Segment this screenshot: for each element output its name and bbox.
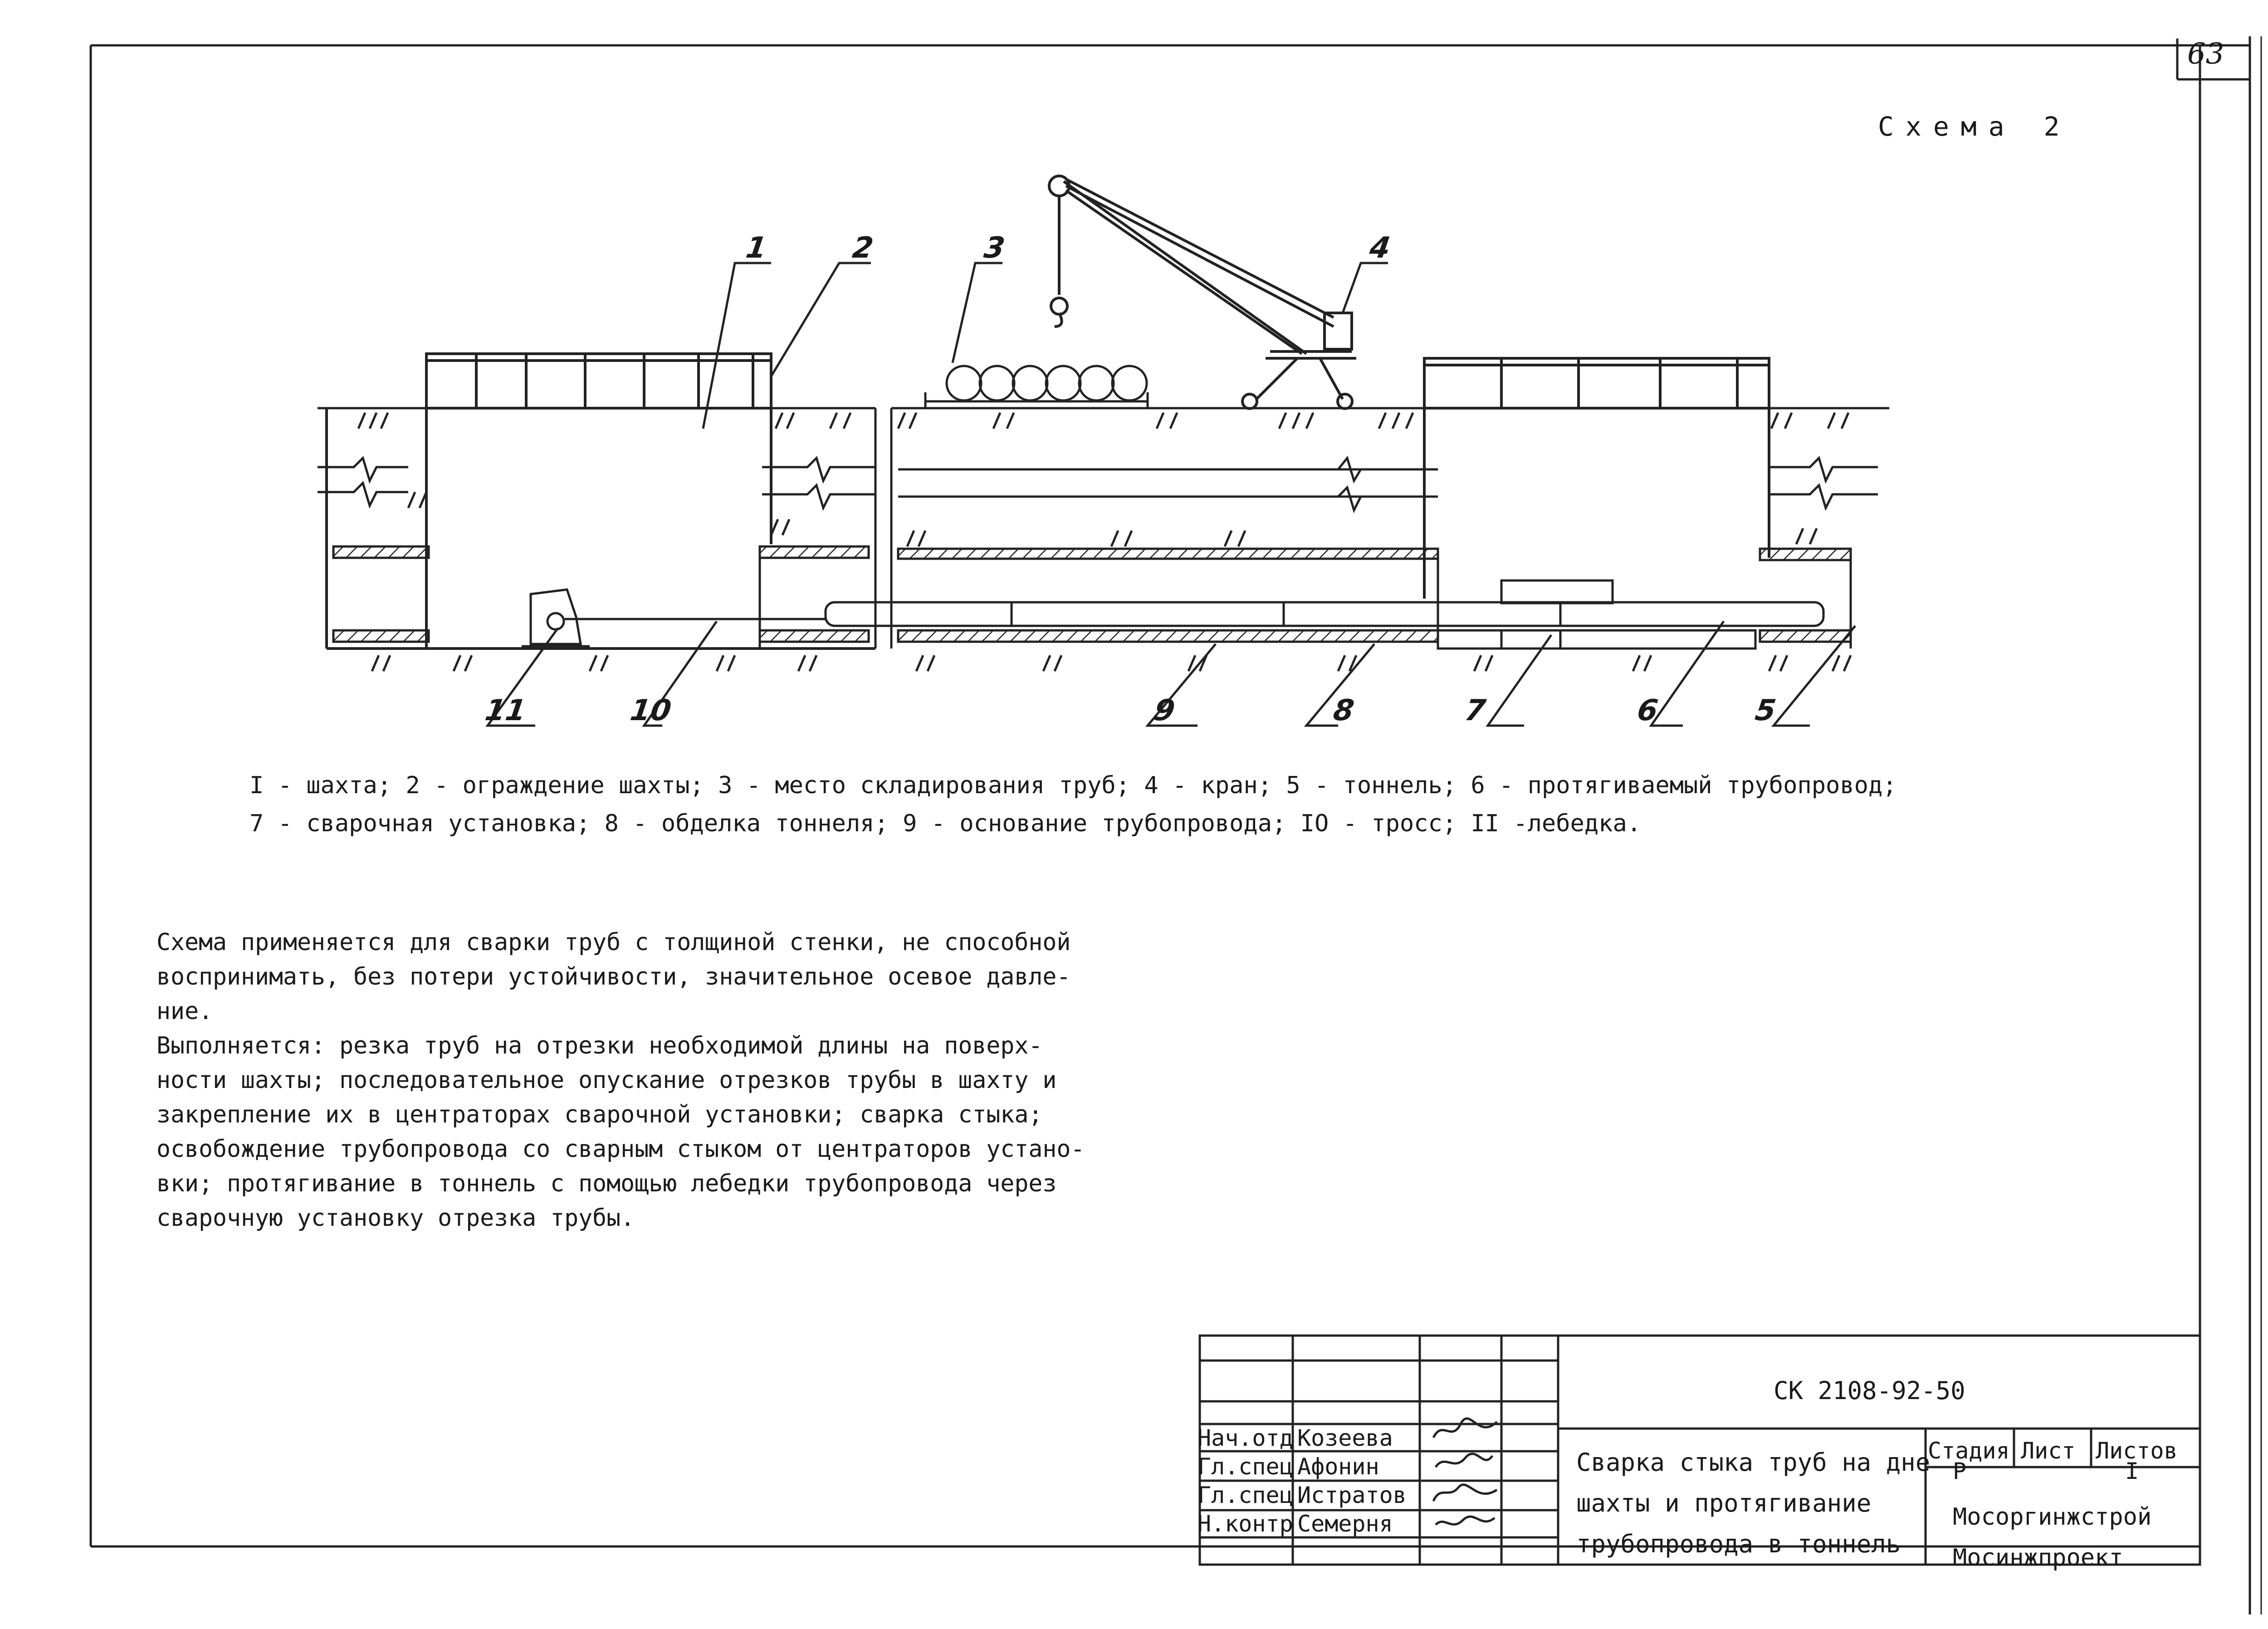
- stage-header: Стадия: [1928, 1438, 2010, 1464]
- sheet-frame: [89, 36, 2262, 1614]
- description-line: вки; протягивание в тоннель с помощью ле…: [156, 1170, 1057, 1197]
- document-title: Сварка стыка труб на дне шахты и протяги…: [1576, 1442, 1930, 1565]
- sheet-header: Лист: [2021, 1438, 2076, 1464]
- description-line: закрепление их в центраторах сварочной у…: [156, 1101, 1043, 1128]
- soil-hatching: [357, 412, 1852, 672]
- signature-4: [1435, 1515, 1496, 1526]
- legend-line-1: I - шахта; 2 - ограждение шахты; 3 - мес…: [249, 772, 1897, 799]
- page-number: 63: [2187, 37, 2224, 71]
- title-line: трубопровода в тоннель: [1576, 1530, 1901, 1558]
- stage-value: Р: [1953, 1458, 1967, 1484]
- description-line: Выполняется: резка труб на отрезки необх…: [156, 1032, 1043, 1059]
- document-code: СК 2108-92-50: [1774, 1376, 1965, 1405]
- tunnel-lining: [332, 408, 1852, 649]
- description-line: Схема применяется для сварки труб с толщ…: [156, 929, 1071, 956]
- description-line: воспринимать, без потери устойчивости, з…: [156, 963, 1071, 990]
- legend: I - шахта; 2 - ограждение шахты; 3 - мес…: [249, 766, 1897, 843]
- pipe-storage: [924, 365, 1149, 408]
- legend-line-2: 7 - сварочная установка; 8 - обделка тон…: [249, 810, 1642, 837]
- role-label: Гл.спец: [1198, 1453, 1293, 1480]
- callout-10: 10: [628, 694, 674, 727]
- org-line: Мосинжпроект: [1953, 1544, 2123, 1571]
- sheets-header: Листов: [2096, 1438, 2178, 1464]
- description-line: ности шахты; последовательное опускание …: [156, 1067, 1057, 1094]
- callout-11: 11: [483, 694, 528, 727]
- signature-3: [1432, 1483, 1498, 1502]
- description-line: сварочную установку отрезка трубы.: [156, 1205, 635, 1232]
- description-line: ние.: [156, 998, 213, 1025]
- welding-unit: [1437, 579, 1757, 650]
- signature-1: [1432, 1417, 1498, 1439]
- org-line: Мосоргинжстрой: [1953, 1503, 2152, 1531]
- left-shaft-fence: [425, 352, 772, 410]
- person-name: Козеева: [1297, 1425, 1393, 1451]
- title-line: шахты и протягивание: [1576, 1489, 1872, 1517]
- signature-2: [1434, 1453, 1494, 1468]
- role-label: Гл.спец: [1198, 1482, 1293, 1508]
- break-marks: [318, 455, 1878, 513]
- right-shaft: [1423, 357, 1770, 599]
- description-line: освобождение трубопровода со сварным сты…: [156, 1136, 1085, 1163]
- person-name: Афонин: [1297, 1453, 1379, 1480]
- title-block-grid: [1198, 1334, 2201, 1566]
- title-line: Сварка стыка труб на дне: [1576, 1448, 1931, 1477]
- sheets-value: I: [2125, 1458, 2139, 1484]
- person-name: Истратов: [1297, 1482, 1407, 1508]
- role-label: Нач.отд: [1198, 1425, 1293, 1451]
- crane: [1048, 175, 1356, 410]
- scheme-title: Схема 2: [1878, 111, 2072, 142]
- organization: Мосоргинжстрой Мосинжпроект: [1953, 1497, 2151, 1578]
- left-shaft: [325, 408, 875, 650]
- person-name: Семерня: [1297, 1511, 1393, 1537]
- role-label: Н.контр: [1198, 1511, 1293, 1537]
- description: Схема применяется для сварки труб с толщ…: [156, 925, 1100, 1235]
- pipeline: [824, 601, 1825, 627]
- winch-cable: [522, 588, 826, 648]
- leader-lines: [485, 262, 1856, 727]
